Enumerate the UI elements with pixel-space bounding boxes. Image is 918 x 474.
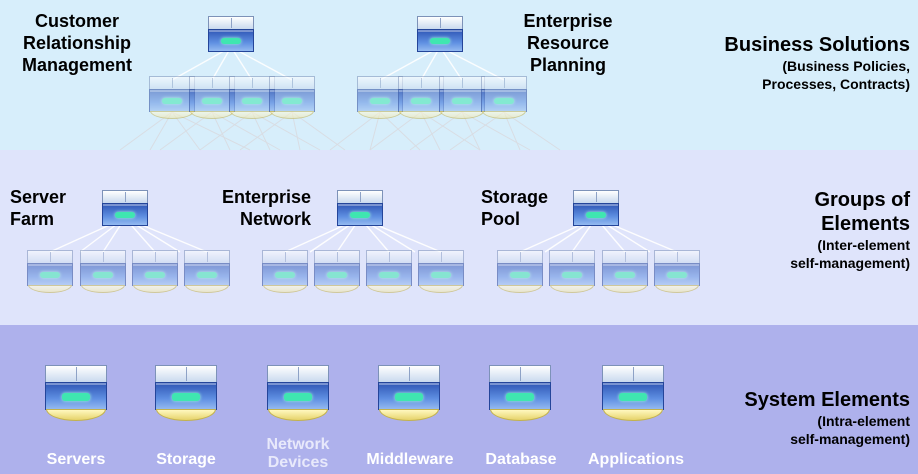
business-solutions-title: Business Solutions (Business Policies, P… xyxy=(724,33,910,93)
groups-heading-line1: Groups of xyxy=(814,189,910,211)
enterprise-network-child-node xyxy=(366,250,412,296)
servers-label: Servers xyxy=(46,451,106,468)
business-solutions-subtitle: (Business Policies, Processes, Contracts… xyxy=(762,58,910,92)
server-farm-child-node xyxy=(132,250,178,296)
system-elements-title: System Elements (Intra-element self-mana… xyxy=(744,388,910,448)
server-farm-child-node xyxy=(80,250,126,296)
server-farm-child-node xyxy=(184,250,230,296)
middleware-label: Middleware xyxy=(366,451,454,468)
erp-label: Enterprise Resource Planning xyxy=(523,11,613,75)
system-elements-layer xyxy=(0,325,918,474)
storage-pool-root-node xyxy=(573,190,619,236)
enterprise-network-root-node xyxy=(337,190,383,236)
erp-root-node xyxy=(417,16,463,62)
applications-label: Applications xyxy=(587,451,684,468)
erp-child-node xyxy=(481,76,527,122)
storage-pool-child-node xyxy=(497,250,543,296)
groups-heading-line2: Elements xyxy=(821,213,910,235)
storage-pool-child-node xyxy=(549,250,595,296)
erp-child-node xyxy=(439,76,485,122)
groups-of-elements-title: Groups of Elements (Inter-element self-m… xyxy=(790,188,910,272)
groups-of-elements-layer xyxy=(0,150,918,325)
storage-pool-label: Storage Pool xyxy=(481,187,549,229)
business-solutions-heading: Business Solutions xyxy=(724,34,910,56)
crm-label: Customer Relationship Management xyxy=(21,11,133,75)
storage-label: Storage xyxy=(156,451,216,468)
erp-child-node xyxy=(398,76,444,122)
enterprise-network-child-node xyxy=(262,250,308,296)
storage-pool-child-node xyxy=(654,250,700,296)
enterprise-network-child-node xyxy=(314,250,360,296)
system-elements-subtitle: (Intra-element self-management) xyxy=(790,413,910,447)
storage-element-icon xyxy=(155,365,217,427)
enterprise-network-label: Enterprise Network xyxy=(222,187,312,229)
middleware-element-icon xyxy=(378,365,440,427)
server-farm-root-node xyxy=(102,190,148,236)
network-devices-label: Network Devices xyxy=(266,436,330,471)
server-farm-child-node xyxy=(27,250,73,296)
crm-root-node xyxy=(208,16,254,62)
storage-pool-child-node xyxy=(602,250,648,296)
crm-child-node xyxy=(269,76,315,122)
network-devices-element-icon xyxy=(267,365,329,427)
crm-child-node xyxy=(149,76,195,122)
applications-element-icon xyxy=(602,365,664,427)
database-element-icon xyxy=(489,365,551,427)
servers-element-icon xyxy=(45,365,107,427)
server-farm-label: Server Farm xyxy=(10,187,67,229)
erp-child-node xyxy=(357,76,403,122)
groups-subtitle: (Inter-element self-management) xyxy=(790,237,910,271)
system-elements-heading: System Elements xyxy=(744,389,910,411)
enterprise-network-child-node xyxy=(418,250,464,296)
crm-child-node xyxy=(189,76,235,122)
database-label: Database xyxy=(485,451,557,468)
